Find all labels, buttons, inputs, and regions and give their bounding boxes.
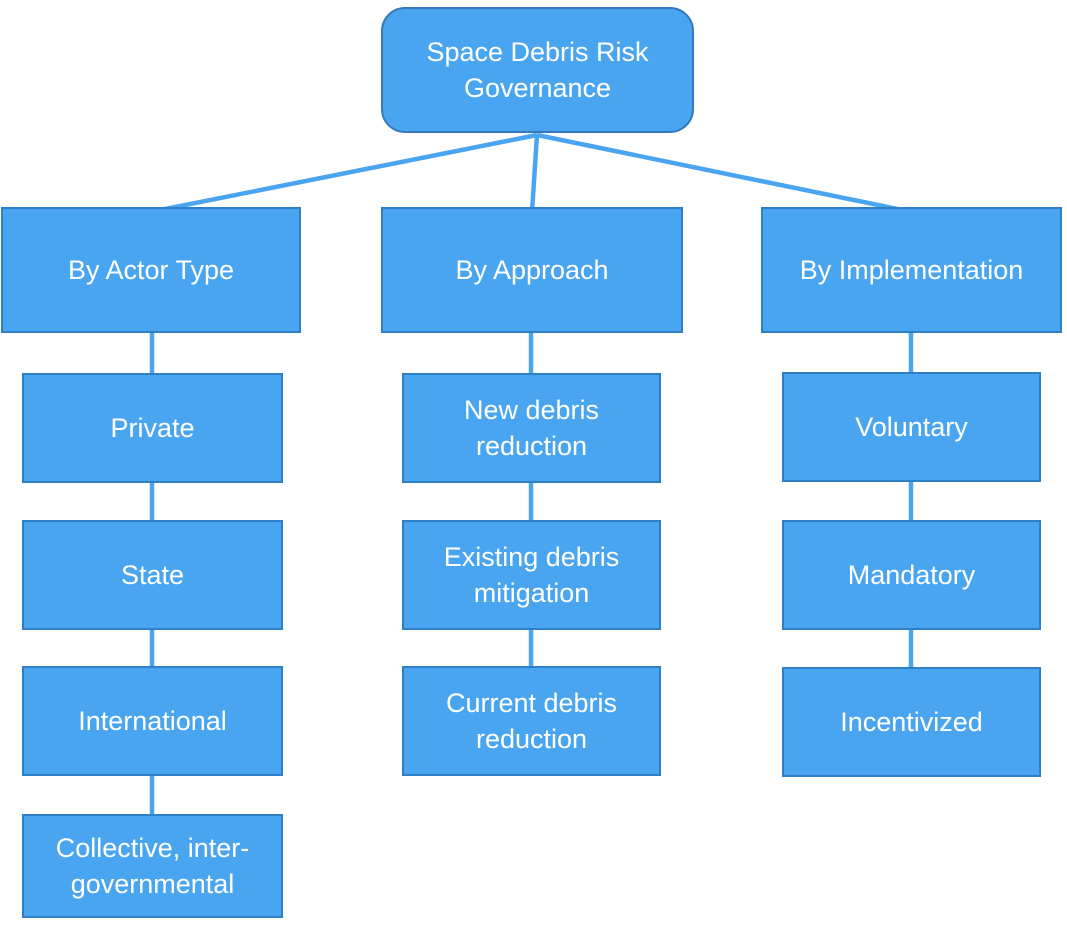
node-existing-debris-mitigation: Existing debris mitigation <box>402 520 661 630</box>
edge-root-to-approach <box>529 134 540 213</box>
edge-root-to-actor <box>149 132 538 215</box>
node-new-debris-reduction: New debris reduction <box>402 373 661 483</box>
node-state: State <box>22 520 283 630</box>
node-incentivized: Incentivized <box>782 667 1041 777</box>
node-header-approach: By Approach <box>381 207 683 333</box>
node-mandatory: Mandatory <box>782 520 1041 630</box>
node-root: Space Debris Risk Governance <box>381 7 694 133</box>
edge-root-to-implementation <box>536 132 913 215</box>
node-private: Private <box>22 373 283 483</box>
node-collective-intergovernmental: Collective, inter-governmental <box>22 814 283 918</box>
node-current-debris-reduction: Current debris reduction <box>402 666 661 776</box>
node-header-actor-type: By Actor Type <box>1 207 301 333</box>
node-international: International <box>22 666 283 776</box>
node-voluntary: Voluntary <box>782 372 1041 482</box>
node-header-implementation: By Implementation <box>761 207 1062 333</box>
